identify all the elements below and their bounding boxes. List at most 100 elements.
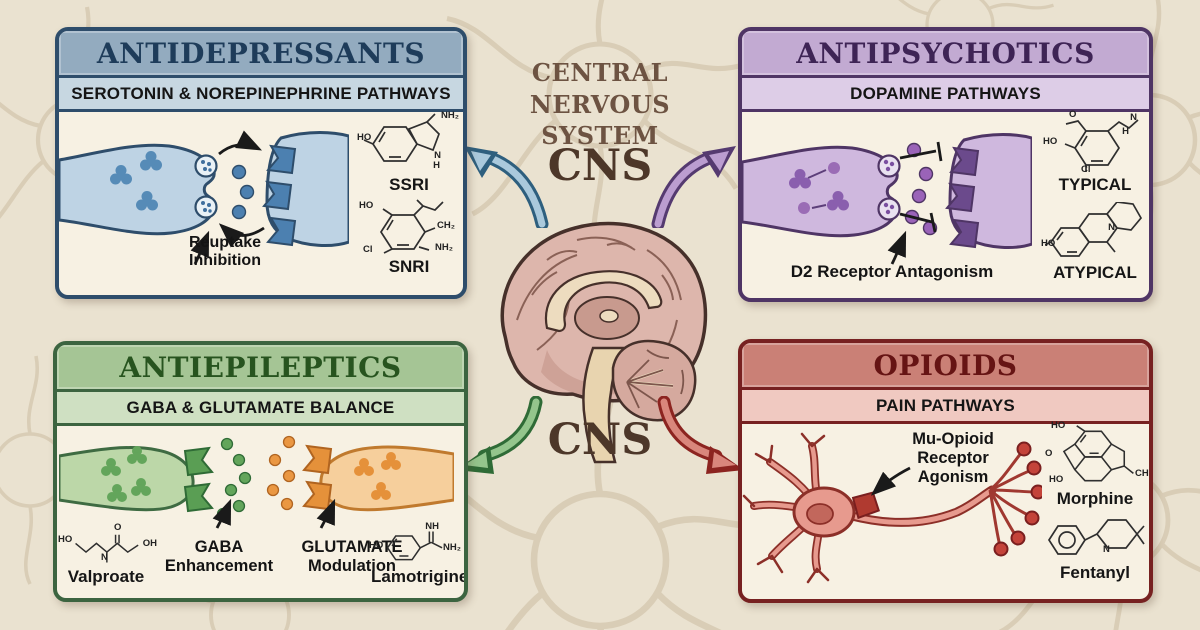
serotonin-synapse-illustration (59, 130, 349, 265)
gaba-arrow (212, 498, 232, 529)
agonism-arrow (870, 466, 911, 496)
atom-label: O (1069, 109, 1077, 120)
center-title-line: SYSTEM (541, 121, 659, 151)
atom-label: O (114, 522, 122, 533)
arrow-to-opioids-icon (657, 396, 744, 474)
glutamate-arrow (316, 498, 336, 529)
atom-label: H (433, 160, 440, 171)
cns-acronym-top: CNS (547, 141, 653, 191)
dopamine-synthesis (789, 162, 849, 214)
morphine-structure-icon (1062, 425, 1134, 482)
dopamine-dots (904, 142, 938, 236)
atom-label: HO (357, 132, 372, 143)
mechanism-label-gaba-enhancement: GABA Enhancement (164, 538, 274, 575)
neurotransmitter-dots (231, 164, 255, 220)
atom-label: HO (1051, 420, 1066, 431)
lamotrigine-structure-icon (386, 531, 443, 561)
atom-label: HO (1043, 136, 1058, 147)
atom-label: O (1045, 448, 1053, 459)
atom-label: NH₂ (441, 110, 459, 121)
arbor-vitae (626, 349, 685, 409)
corpus-callosum (544, 270, 663, 333)
cerebellum (611, 339, 697, 422)
panel-antiepileptics: ANTIEPILEPTICS GABA & GLUTAMATE BALANCE (53, 341, 468, 602)
panel-antidepressants: ANTIDEPRESSANTS SEROTONIN & NOREPINEPHRI… (55, 27, 467, 299)
drug-structure-morphine: HO O HO CH₂ Morphine (1043, 420, 1149, 509)
terminal-bulbs (993, 441, 1042, 557)
drug-name: SSRI (389, 175, 429, 194)
atom-label: NH₂ (435, 242, 453, 253)
vesicles (877, 154, 901, 221)
center-title-line: NERVOUS (529, 89, 671, 119)
arrow-to-antidepressants-icon (464, 146, 549, 228)
valproate-structure-icon (75, 534, 139, 563)
drug-name: Fentanyl (1060, 563, 1130, 582)
atom-label: CH₂ (1135, 468, 1153, 479)
glutamate-molecules (354, 452, 401, 500)
drug-structure-fentanyl: N Fentanyl (1043, 512, 1147, 583)
atom-label: NH₂ (443, 542, 461, 553)
panel-subtitle: PAIN PATHWAYS (742, 390, 1149, 424)
drug-structure-valproate: HO N O OH Valproate (58, 522, 157, 587)
gaba-terminal (59, 446, 195, 512)
drug-name: Morphine (1056, 489, 1134, 508)
gaba-receptor-icons (183, 446, 214, 513)
gaba-glutamate-terminals-illustration (59, 435, 454, 529)
presynaptic-terminal (59, 143, 216, 236)
atom-label: N (101, 552, 108, 563)
ssri-structure-icon (363, 113, 440, 162)
presynaptic-terminal (742, 145, 899, 238)
atom-label: CH₂ (437, 220, 455, 231)
atom-label: Cl (363, 244, 373, 255)
opioid-neuron-illustration (742, 432, 1042, 584)
gaba-molecules (101, 446, 151, 502)
drug-structure-atypical: HO N ATYPICAL (1041, 202, 1147, 283)
atom-label: HO (1041, 238, 1056, 249)
drug-structure-snri: HO Cl CH₂ NH₂ SNRI (357, 198, 461, 277)
panel-subtitle: SEROTONIN & NOREPINEPHRINE PATHWAYS (59, 78, 463, 112)
dendrite-twigs (742, 432, 830, 584)
center-title: CENTRAL NERVOUS SYSTEM (495, 57, 705, 152)
drug-structure-ssri: NH₂ HO N H SSRI (357, 110, 461, 195)
panel-title: ANTIDEPRESSANTS (59, 31, 463, 78)
glutamate-dots (266, 435, 296, 511)
cns-acronym-bottom: CNS (547, 415, 653, 465)
atom-label: H (1122, 126, 1129, 137)
arrow-to-antipsychotics-icon (651, 146, 736, 228)
atypical-structure-icon (1045, 202, 1143, 257)
panel-title: ANTIEPILEPTICS (57, 345, 464, 392)
panel-opioids: OPIOIDS PAIN PATHWAYS (738, 339, 1153, 603)
brain-illustration (500, 221, 708, 464)
atom-label: OH (142, 538, 157, 549)
panel-title: OPIOIDS (742, 343, 1149, 390)
mechanism-label-d2-antagonism: D2 Receptor Antagonism (790, 262, 994, 281)
atom-label: N (1130, 112, 1137, 123)
atom-label: N (434, 150, 441, 161)
glutamate-terminal (319, 445, 454, 512)
gaba-dots (216, 437, 252, 521)
snri-structure-icon (379, 199, 444, 254)
fentanyl-structure-icon (1047, 519, 1145, 555)
drug-name: Valproate (67, 567, 145, 586)
typical-structure-icon (1064, 119, 1139, 172)
drug-name: TYPICAL (1058, 175, 1132, 194)
vesicles (194, 154, 218, 219)
drug-structure-lamotrigine: HO NH NH₂ Lamotrigine (369, 521, 468, 587)
interthalamic-adhesion (599, 309, 619, 323)
dopamine-synapse-illustration (742, 133, 1032, 265)
atom-label: HO (359, 200, 374, 211)
mechanism-arrows (190, 130, 265, 265)
d2-receptor-icons (945, 146, 980, 249)
mechanism-label-reuptake-inhibition: Reuptake Inhibition (188, 234, 262, 270)
drug-name: Lamotrigine (371, 567, 468, 586)
atom-label: N (1108, 222, 1115, 233)
panel-subtitle: GABA & GLUTAMATE BALANCE (57, 392, 464, 426)
receptor-icons (262, 144, 297, 247)
center-title-line: CENTRAL (531, 58, 669, 87)
neurotransmitter-molecules (110, 151, 162, 211)
panel-title: ANTIPSYCHOTICS (742, 31, 1149, 78)
drug-name: ATYPICAL (1053, 263, 1137, 282)
atom-label: NH (425, 521, 439, 532)
axon (849, 487, 995, 525)
mechanism-label-glutamate-modulation: GLUTAMATE Modulation (301, 538, 403, 575)
